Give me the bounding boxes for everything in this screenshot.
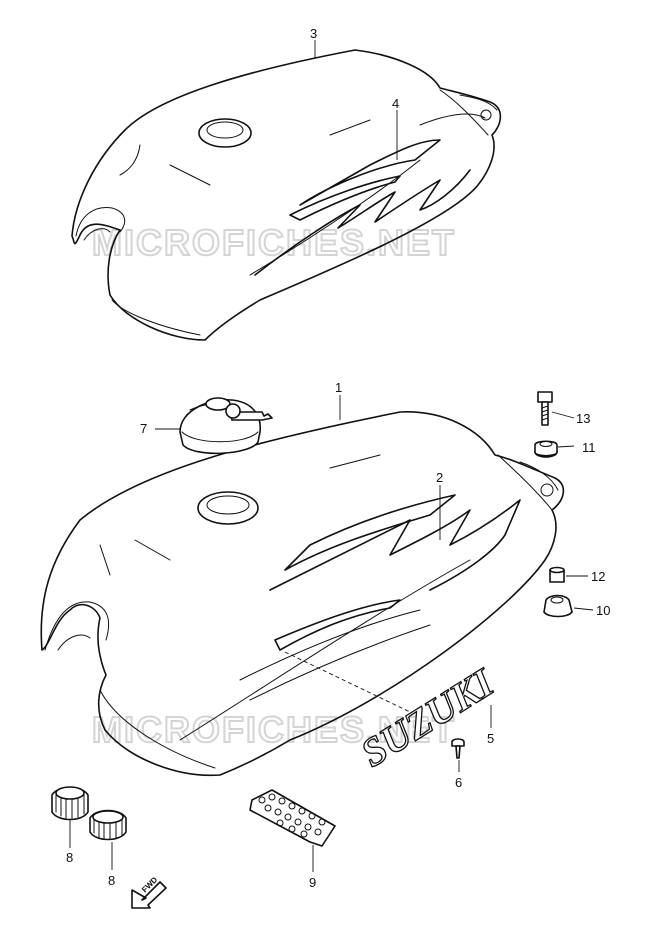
callout-3: 3	[310, 26, 317, 41]
fuel-cap-part-7	[179, 397, 273, 455]
bolt-part-13	[537, 391, 553, 426]
callout-7: 7	[140, 421, 147, 436]
bush-part-12	[549, 566, 565, 583]
callout-6: 6	[455, 775, 462, 790]
fuel-tank-cover-part-3	[71, 49, 502, 341]
leader-lines	[69, 40, 594, 872]
callout-8-b: 8	[108, 873, 115, 888]
grommet-part-8-b	[89, 809, 127, 841]
cushion-part-10	[543, 594, 573, 618]
watermark-top: MICROFICHES.NET	[92, 222, 456, 263]
callout-8-a: 8	[66, 850, 73, 865]
callout-10: 10	[596, 603, 610, 618]
watermark-bottom: MICROFICHES.NET	[92, 709, 456, 750]
callout-11: 11	[582, 440, 596, 455]
callout-numbers: 3 4 1 2 7 13 11 12 10 5 6 8 8 9	[66, 26, 610, 890]
callout-12: 12	[591, 569, 605, 584]
callout-4: 4	[392, 96, 399, 111]
callout-2: 2	[436, 470, 443, 485]
callout-13: 13	[576, 411, 590, 426]
fuel-tank-part-1	[40, 411, 565, 777]
fwd-arrow-icon: FWD	[131, 875, 167, 909]
screw-part-6	[451, 738, 465, 759]
cushion-part-11	[534, 440, 558, 458]
grommet-part-8-a	[51, 786, 89, 821]
callout-1: 1	[335, 380, 342, 395]
pad-part-9	[249, 789, 336, 847]
callout-5: 5	[487, 731, 494, 746]
callout-9: 9	[309, 875, 316, 890]
